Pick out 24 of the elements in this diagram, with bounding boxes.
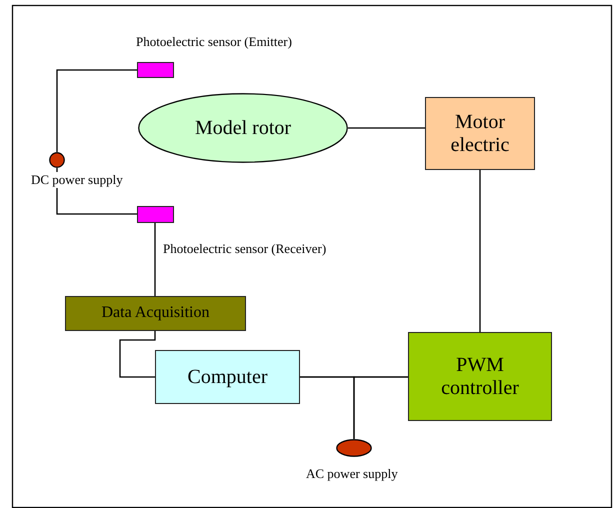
process-box: [408, 332, 552, 421]
node-label: PWM controller: [440, 354, 520, 400]
rotor-ellipse: [138, 93, 348, 163]
connector-line: [56, 69, 137, 152]
power-supply-ellipse: [336, 439, 372, 457]
node-label: Computer: [186, 366, 268, 388]
node-label: Motor electric: [450, 110, 510, 156]
connector-line: [479, 170, 481, 332]
process-box: [155, 350, 300, 404]
connector-line: [154, 223, 156, 296]
receiver-sensor: [137, 206, 174, 223]
component-label: Photoelectric sensor (Emitter): [135, 34, 293, 50]
node-label: Data Acquisition: [100, 304, 210, 323]
connector-line: [348, 127, 425, 129]
component-label: AC power supply: [305, 466, 399, 482]
node-label: Model rotor: [194, 116, 292, 140]
connector-line: [119, 331, 156, 378]
component-label: Photoelectric sensor (Receiver): [162, 241, 328, 257]
process-box: [425, 97, 535, 170]
component-label: DC power supply: [30, 172, 124, 188]
connector-line: [353, 376, 408, 439]
emitter-sensor: [137, 62, 174, 78]
process-box: [65, 296, 246, 331]
power-supply-circle: [49, 152, 65, 168]
